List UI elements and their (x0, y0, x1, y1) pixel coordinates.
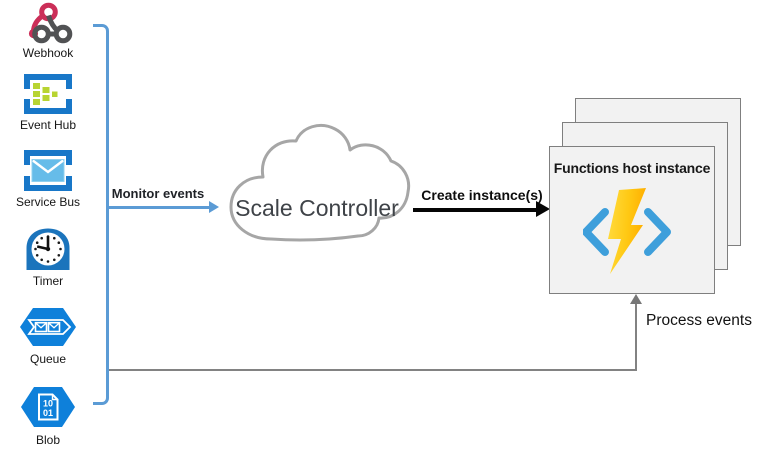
service-bus-icon (24, 150, 72, 191)
trigger-group-bracket (93, 24, 109, 405)
process-events-arrowhead (630, 294, 642, 304)
azure-functions-icon (583, 188, 671, 274)
queue-icon (20, 308, 76, 346)
scale-controller-label: Scale Controller (235, 195, 399, 221)
trigger-event-hub: Event Hub (0, 72, 96, 132)
trigger-label-service-bus: Service Bus (15, 195, 81, 209)
monitor-events-label: Monitor events (111, 186, 205, 201)
trigger-timer: Timer (0, 224, 96, 288)
process-events-line-horizontal (109, 369, 637, 371)
monitor-events-arrowhead (209, 201, 219, 213)
create-instances-arrowhead (536, 201, 550, 217)
trigger-blob: 10 01 Blob (0, 383, 96, 447)
trigger-label-webhook: Webhook (22, 46, 74, 60)
cloud-shape (229, 124, 411, 242)
event-hub-icon (24, 74, 72, 114)
trigger-label-event-hub: Event Hub (19, 118, 77, 132)
trigger-webhook: Webhook (0, 2, 96, 60)
webhook-icon (28, 2, 73, 44)
create-instances-arrow (413, 208, 537, 212)
host-instance-box-front: Functions host instance (549, 146, 715, 294)
process-events-label: Process events (646, 312, 752, 329)
process-events-line-vertical (635, 300, 637, 371)
trigger-label-timer: Timer (32, 274, 64, 288)
trigger-label-queue: Queue (29, 352, 67, 366)
trigger-label-blob: Blob (35, 433, 61, 447)
trigger-service-bus: Service Bus (0, 148, 96, 209)
monitor-events-arrow (107, 206, 209, 209)
create-instances-label: Create instance(s) (421, 187, 543, 203)
timer-icon (26, 228, 70, 270)
trigger-queue: Queue (0, 304, 96, 366)
blob-doc-line-2: 01 (43, 408, 53, 418)
blob-doc-line-1: 10 (43, 399, 53, 409)
functions-host-title: Functions host instance (553, 160, 711, 176)
blob-icon: 10 01 (21, 387, 75, 427)
